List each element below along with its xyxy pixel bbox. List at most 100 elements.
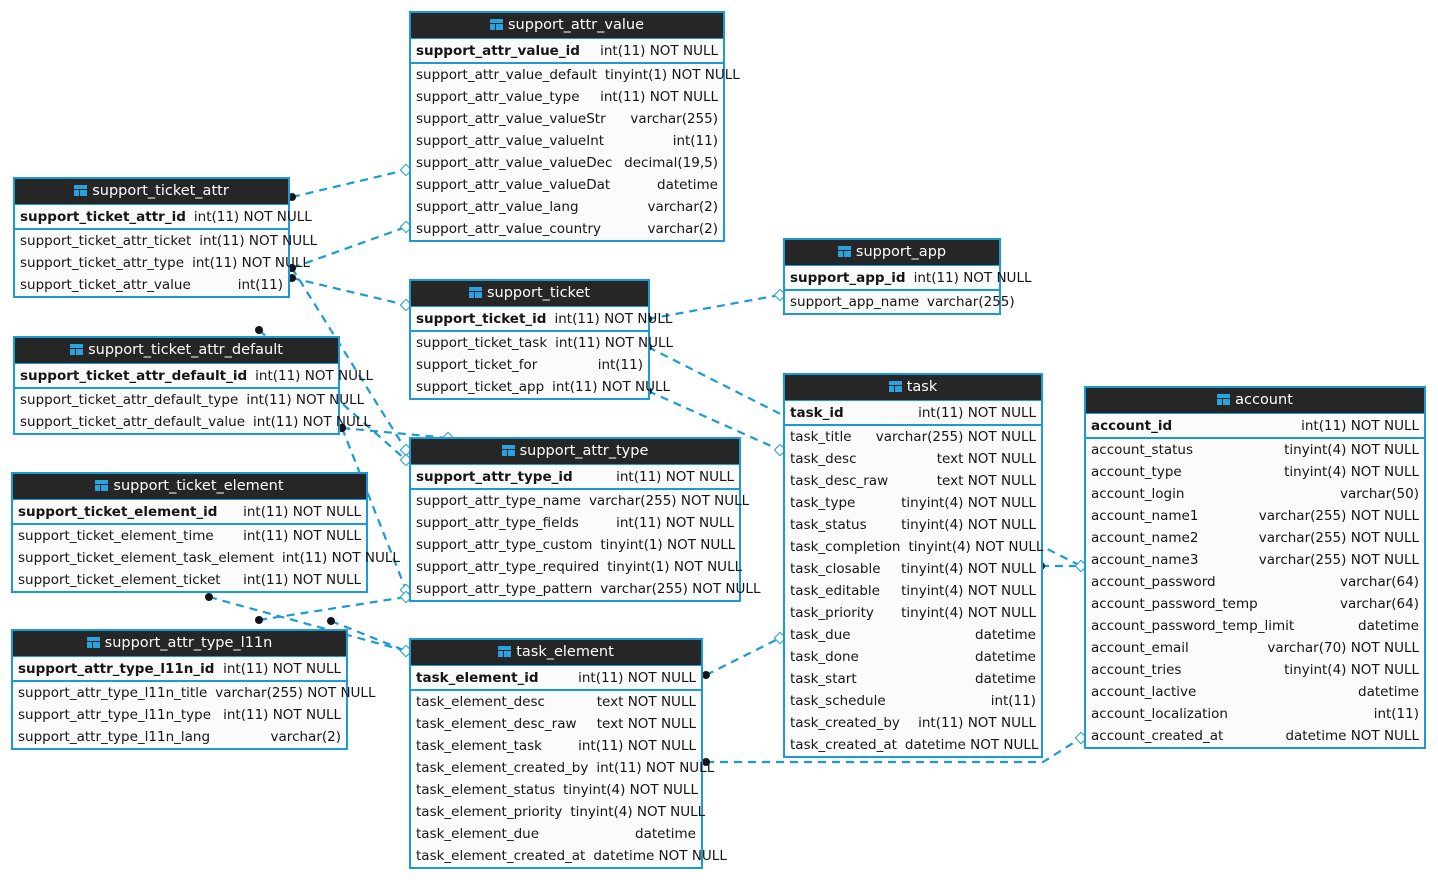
table-header[interactable]: support_ticket_element xyxy=(13,474,366,499)
table-header[interactable]: support_attr_type xyxy=(411,439,739,464)
table-header[interactable]: support_attr_type_l11n xyxy=(13,631,346,656)
table-header[interactable]: support_ticket_attr xyxy=(15,179,288,204)
table-header[interactable]: account xyxy=(1086,388,1424,413)
table-header[interactable]: support_ticket_attr_default xyxy=(15,338,338,363)
table-header[interactable]: task_element xyxy=(411,640,701,665)
table-header[interactable]: task xyxy=(785,375,1041,400)
column-name: account_name3 xyxy=(1091,552,1199,568)
table-header[interactable]: support_attr_value xyxy=(411,13,723,38)
table-header[interactable]: support_ticket xyxy=(411,281,648,306)
column-type: text NOT NULL xyxy=(596,694,696,710)
table-header[interactable]: support_app xyxy=(785,240,999,265)
